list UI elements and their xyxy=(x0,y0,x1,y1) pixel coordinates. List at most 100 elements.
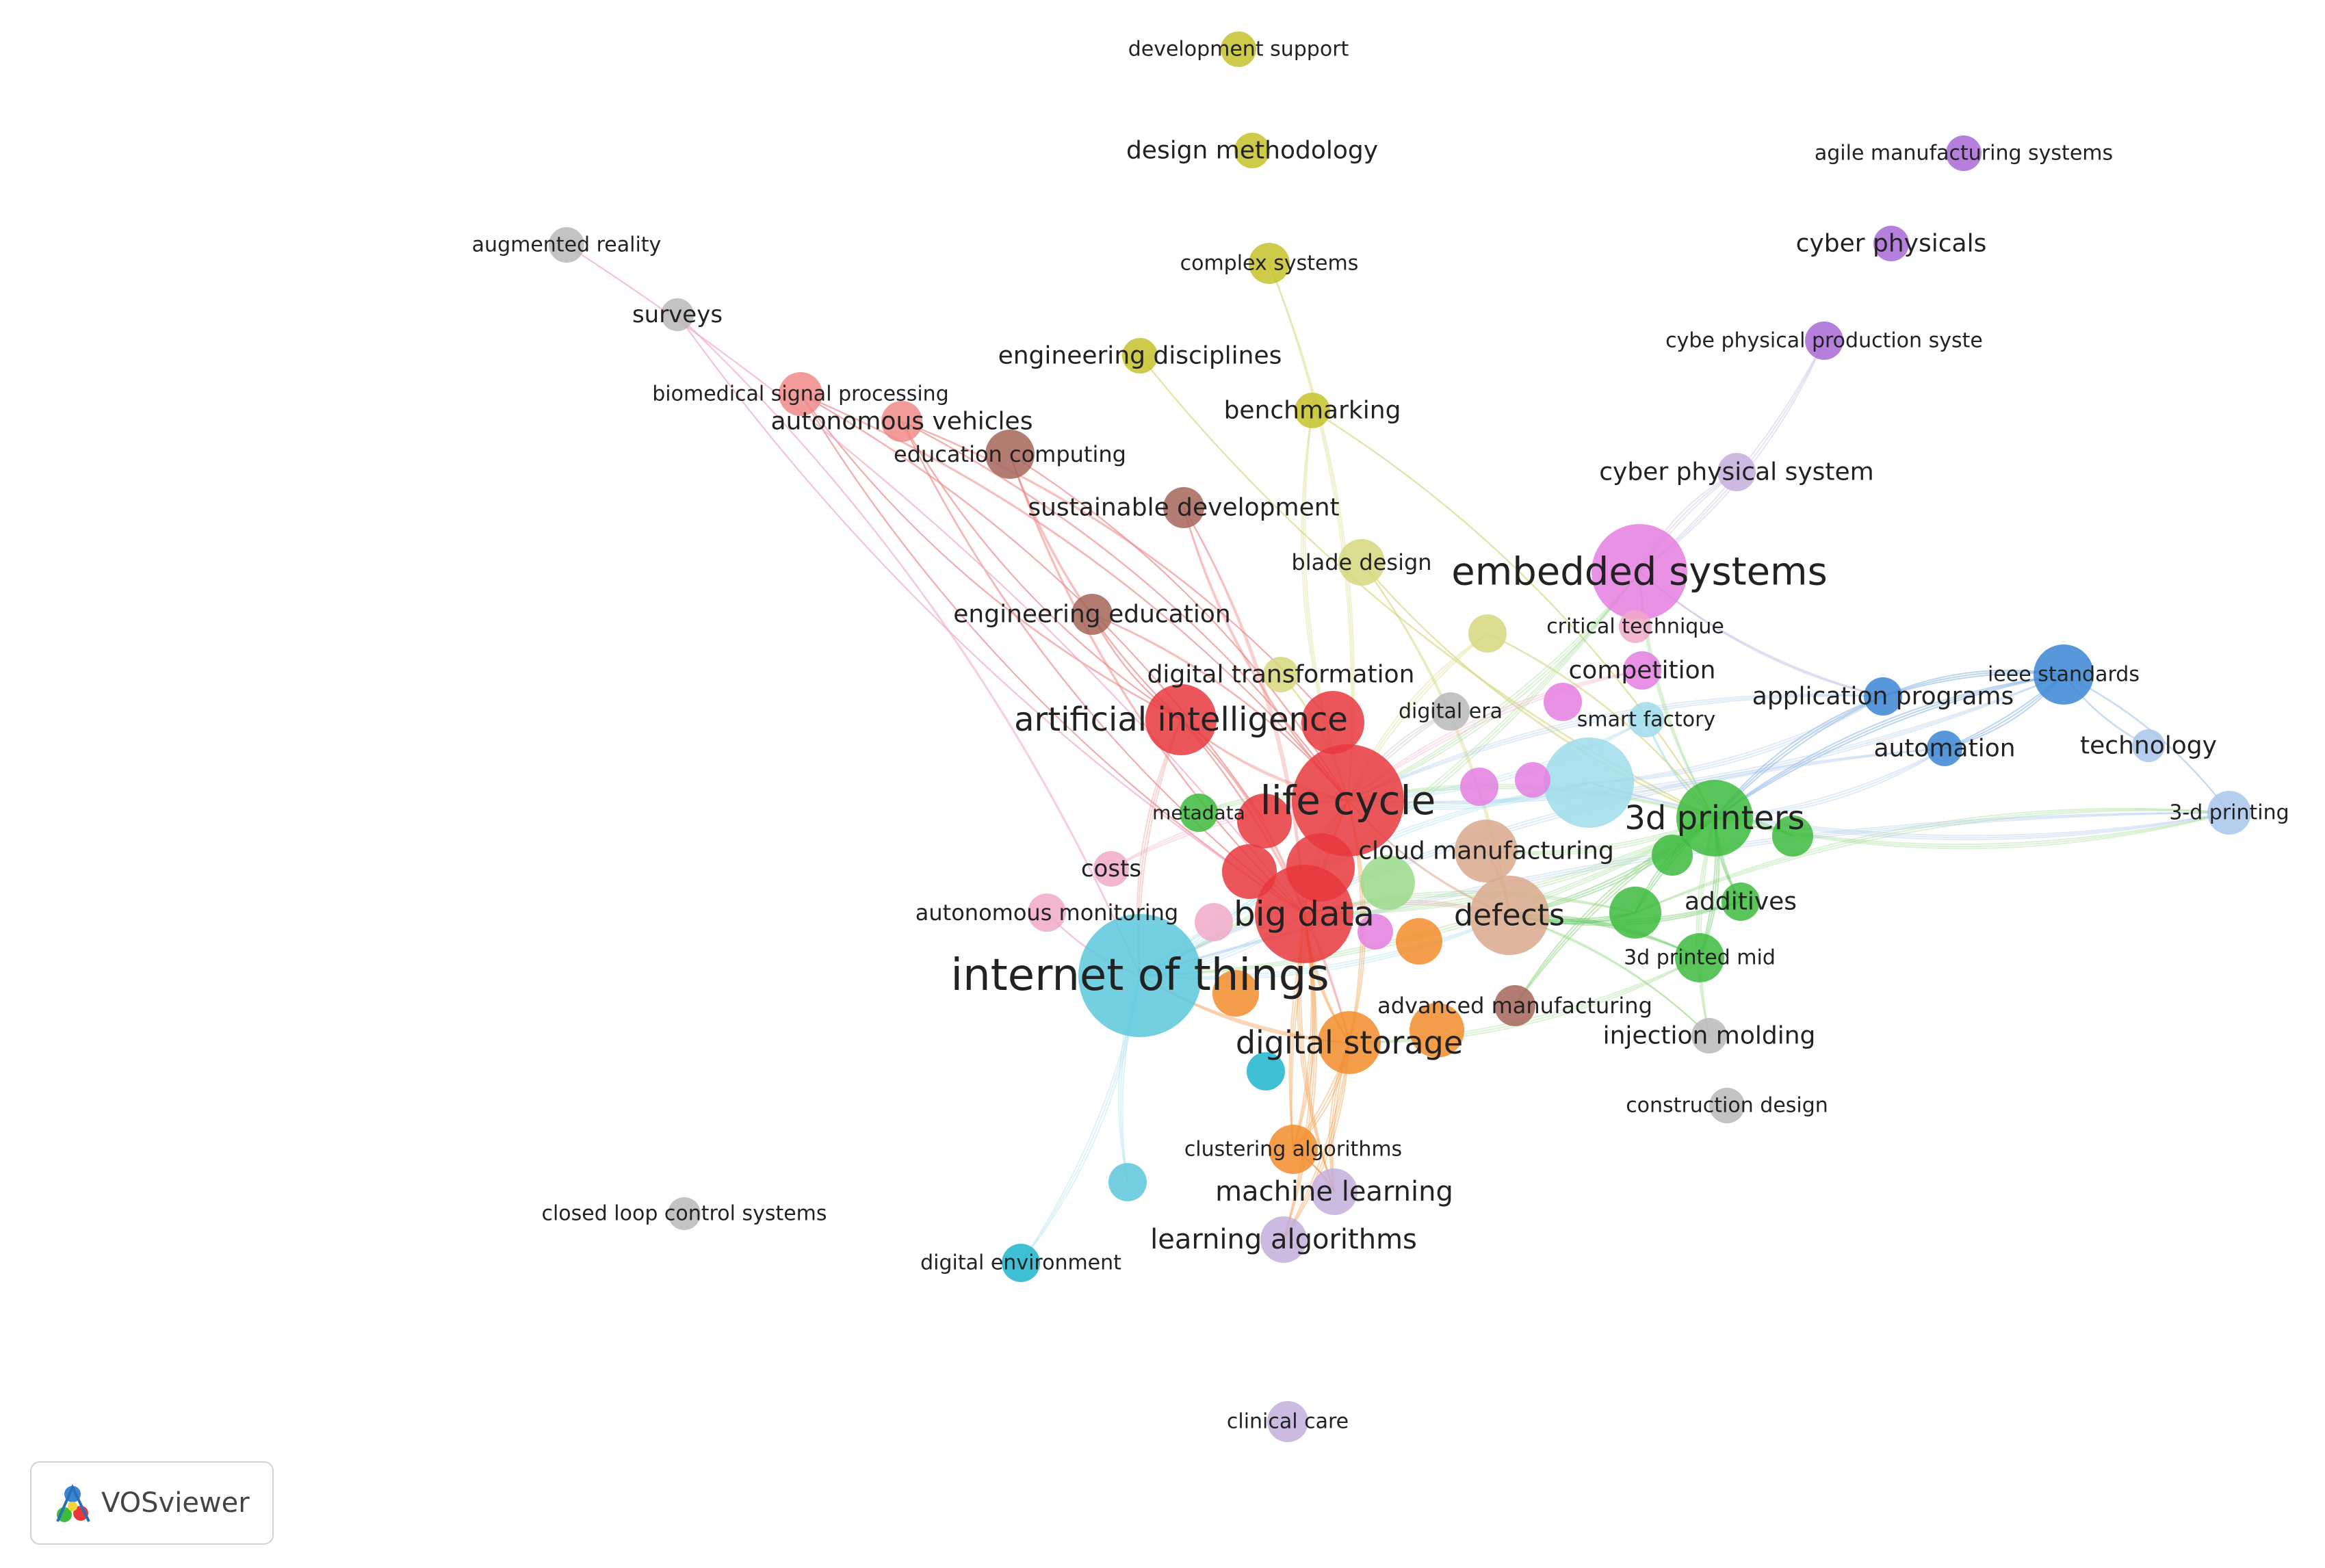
label-internet-of-things: internet of things xyxy=(950,950,1329,1001)
node-pink-node-c[interactable] xyxy=(1515,762,1550,798)
node-digital-storage[interactable] xyxy=(1318,1011,1381,1074)
node-pink-node-b[interactable] xyxy=(1460,768,1498,806)
node-digital-transformation[interactable] xyxy=(1263,657,1299,692)
node-complex-systems[interactable] xyxy=(1249,243,1290,284)
link-ieee-standards-life-cycle xyxy=(1347,674,2064,803)
node-cybe-physical-production-syste[interactable] xyxy=(1805,322,1843,360)
node-benchmarking[interactable] xyxy=(1295,393,1330,428)
link-automation-internet-of-things xyxy=(1139,748,1945,976)
node-red-node-c[interactable] xyxy=(1222,844,1277,899)
node-orange-node-c[interactable] xyxy=(1410,1003,1464,1058)
node-big-data[interactable] xyxy=(1255,865,1353,963)
node-internet-of-things[interactable] xyxy=(1078,914,1202,1037)
node-clustering-algorithms[interactable] xyxy=(1269,1125,1318,1174)
label-biomedical-signal-processing: biomedical signal processing xyxy=(652,382,949,406)
node-ieee-standards[interactable] xyxy=(2034,644,2094,705)
node-clinical-care[interactable] xyxy=(1267,1401,1308,1442)
label-blade-design: blade design xyxy=(1291,549,1431,575)
link-artificial-intelligence-digital-storage xyxy=(1180,719,1350,1043)
link-benchmarking-3d-printers xyxy=(1312,410,1715,819)
node-pink-node-d[interactable] xyxy=(1358,914,1393,950)
link-application-programs-life-cycle xyxy=(1347,694,1884,801)
node-olive-node[interactable] xyxy=(1468,614,1507,653)
link-biomedical-signal-processing-artificial-intelligence xyxy=(800,393,1182,720)
link-automation-internet-of-things xyxy=(1139,748,1945,976)
link-biomedical-signal-processing-artificial-intelligence xyxy=(800,393,1182,720)
label-autonomous-vehicles: autonomous vehicles xyxy=(771,408,1033,436)
label-machine-learning: machine learning xyxy=(1215,1176,1453,1207)
label-digital-environment: digital environment xyxy=(920,1251,1121,1275)
node-pink-node-a[interactable] xyxy=(1544,683,1582,721)
node-costs[interactable] xyxy=(1093,851,1129,887)
label-application-programs: application programs xyxy=(1752,683,2014,711)
node-development-support[interactable] xyxy=(1221,31,1256,67)
node-digital-environment[interactable] xyxy=(1002,1244,1040,1282)
node-autonomous-monitoring[interactable] xyxy=(1028,893,1066,932)
node-education-computing[interactable] xyxy=(985,430,1035,479)
link-surveys-internet-of-things xyxy=(677,314,1141,976)
node-defects[interactable] xyxy=(1470,876,1549,955)
node-sustainable-development[interactable] xyxy=(1163,487,1204,528)
node-advanced-manufacturing[interactable] xyxy=(1494,985,1535,1026)
node-design-methodology[interactable] xyxy=(1234,133,1270,168)
label-life-cycle: life cycle xyxy=(1260,777,1436,824)
node-embedded-systems[interactable] xyxy=(1592,524,1687,620)
node-smart-factory[interactable] xyxy=(1628,702,1664,737)
node-life-cycle[interactable] xyxy=(1292,744,1404,857)
label-defects: defects xyxy=(1454,898,1565,933)
node-additives[interactable] xyxy=(1722,883,1760,921)
node-red-node-b[interactable] xyxy=(1237,794,1292,848)
node-construction-design[interactable] xyxy=(1709,1088,1745,1123)
node-artificial-intelligence[interactable] xyxy=(1145,684,1217,755)
node-competition[interactable] xyxy=(1623,651,1661,690)
label-education-computing: education computing xyxy=(894,441,1126,467)
link-blade-design-3d-printers xyxy=(1361,562,1715,819)
node-augmented-reality[interactable] xyxy=(549,227,584,263)
node-orange-node-b[interactable] xyxy=(1212,970,1259,1017)
node-cyan-node-b[interactable] xyxy=(1108,1163,1147,1201)
link-surveys-internet-of-things xyxy=(677,314,1141,976)
label-artificial-intelligence: artificial intelligence xyxy=(1014,701,1348,739)
node-cloud-manufacturing[interactable] xyxy=(1455,820,1518,883)
node-engineering-disciplines[interactable] xyxy=(1122,338,1158,374)
node-green-node-c[interactable] xyxy=(1609,887,1661,939)
node-green-node-a[interactable] xyxy=(1772,815,1813,857)
node-application-programs[interactable] xyxy=(1864,677,1902,716)
node-orange-node-a[interactable] xyxy=(1396,918,1442,965)
node-technology[interactable] xyxy=(2132,729,2165,762)
node-cyber-physicals[interactable] xyxy=(1873,226,1909,261)
node-3-d-printing[interactable] xyxy=(2207,791,2251,835)
node-closed-loop-control-systems[interactable] xyxy=(668,1197,701,1230)
node-blade-design[interactable] xyxy=(1338,539,1385,586)
node-metadata[interactable] xyxy=(1180,794,1218,832)
node-cyan-node-a[interactable] xyxy=(1247,1052,1285,1090)
node-autonomous-vehicles[interactable] xyxy=(881,401,922,442)
node-engineering-education[interactable] xyxy=(1071,594,1113,635)
node-cyan-big[interactable] xyxy=(1544,737,1634,828)
label-digital-transformation: digital transformation xyxy=(1147,661,1415,689)
node-automation[interactable] xyxy=(1927,731,1962,766)
link-biomedical-signal-processing-big-data xyxy=(800,393,1305,915)
node-3d-printed-mid[interactable] xyxy=(1675,933,1724,982)
node-lightpink-node-b[interactable] xyxy=(1195,903,1233,941)
node-surveys[interactable] xyxy=(661,298,694,331)
label-augmented-reality: augmented reality xyxy=(472,233,662,257)
node-digital-era[interactable] xyxy=(1431,692,1470,731)
node-green-node-b[interactable] xyxy=(1652,835,1693,876)
link-biomedical-signal-processing-red-node-b xyxy=(800,393,1265,822)
node-lightgreen-node[interactable] xyxy=(1360,855,1415,910)
node-biomedical-signal-processing[interactable] xyxy=(779,372,822,416)
node-learning-algorithms[interactable] xyxy=(1260,1216,1307,1263)
link-ieee-standards-3d-printers xyxy=(1714,674,2064,819)
node-machine-learning[interactable] xyxy=(1311,1168,1358,1215)
node-red-node-a[interactable] xyxy=(1301,691,1364,754)
label-cyber-physical-system: cyber physical system xyxy=(1599,458,1874,486)
link-autonomous-vehicles-life-cycle xyxy=(901,421,1349,801)
node-cyber-physical-system[interactable] xyxy=(1717,453,1756,491)
node-agile-manufacturing-systems[interactable] xyxy=(1946,135,1982,171)
node-3d-printers[interactable] xyxy=(1676,780,1753,857)
label-big-data: big data xyxy=(1234,894,1375,934)
node-injection-molding[interactable] xyxy=(1691,1018,1727,1054)
node-critical-technique[interactable] xyxy=(1619,610,1652,643)
